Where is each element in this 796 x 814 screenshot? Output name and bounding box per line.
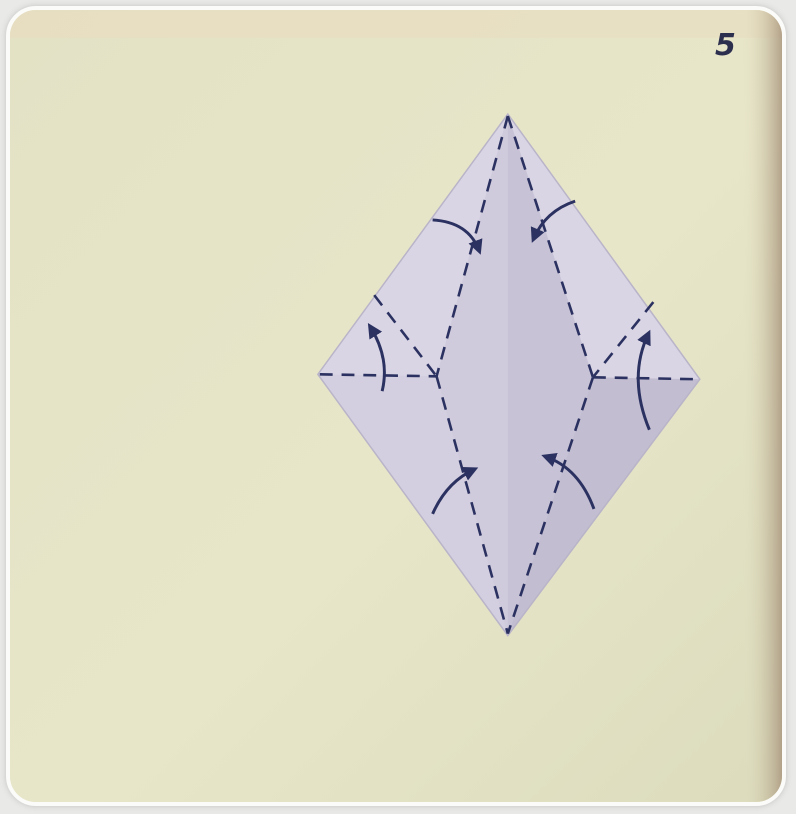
photo-frame: 5 bbox=[6, 6, 786, 806]
step-number: 5 bbox=[715, 28, 736, 63]
origami-photo bbox=[10, 10, 782, 802]
top-edge-tint bbox=[10, 10, 782, 38]
right-edge-strip bbox=[742, 10, 782, 802]
